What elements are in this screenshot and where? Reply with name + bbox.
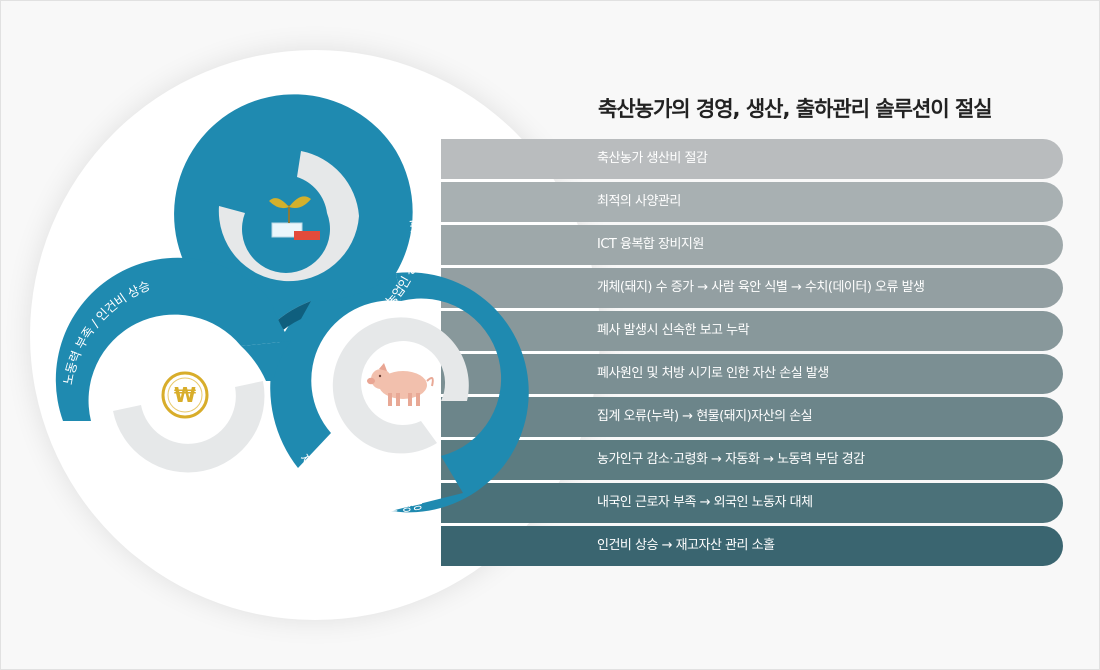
issue-bar: 개체(돼지) 수 증가 → 사람 육안 식별 → 수치(데이터) 오류 발생 — [441, 268, 1063, 308]
pig-icon — [367, 363, 434, 406]
issue-label: 내국인 근로자 부족 → 외국인 노동자 대체 — [597, 495, 813, 510]
petal-labor-shortage — [55, 257, 291, 473]
issue-label: 농가인구 감소·고령화 → 자동화 → 노동력 부담 경감 — [597, 452, 865, 467]
petal-diagram: ₩ FTA체결 → 농업인 경쟁력 약화 노동력 부족 / 인건비 상승 재고(… — [55, 94, 529, 515]
issue-label: 집계 오류(누락) → 현물(돼지)자산의 손실 — [597, 409, 813, 424]
petal-label-inventory: 재고(돼지) 자산 리스크 상승 — [297, 451, 424, 514]
issue-bar: 축산농가 생산비 절감 — [441, 139, 1063, 179]
issue-label: 폐사 발생시 신속한 보고 누락 — [597, 323, 750, 338]
issue-bar: 인건비 상승 → 재고자산 관리 소홀 — [441, 526, 1063, 566]
svg-text:₩: ₩ — [174, 383, 196, 407]
won-coin-icon: ₩ — [161, 371, 209, 419]
petal-inventory-risk — [270, 272, 529, 513]
issue-bar: 폐사원인 및 처방 시기로 인한 자산 손실 발생 — [441, 354, 1063, 394]
issue-bar: 폐사 발생시 신속한 보고 누락 — [441, 311, 1063, 351]
issue-bar: ICT 융복합 장비지원 — [441, 225, 1063, 265]
issue-bar: 최적의 사양관리 — [441, 182, 1063, 222]
issue-label: 폐사원인 및 처방 시기로 인한 자산 손실 발생 — [597, 366, 829, 381]
issue-bar: 집계 오류(누락) → 현물(돼지)자산의 손실 — [441, 397, 1063, 437]
issue-label: 개체(돼지) 수 증가 → 사람 육안 식별 → 수치(데이터) 오류 발생 — [597, 280, 925, 295]
issue-label: ICT 융복합 장비지원 — [597, 237, 704, 252]
page-title: 축산농가의 경영, 생산, 출하관리 솔루션이 절실 — [598, 97, 993, 121]
issue-bar: 내국인 근로자 부족 → 외국인 노동자 대체 — [441, 483, 1063, 523]
sprout-icon — [269, 196, 320, 240]
issue-bar: 농가인구 감소·고령화 → 자동화 → 노동력 부담 경감 — [441, 440, 1063, 480]
issue-label: 최적의 사양관리 — [597, 194, 681, 209]
issue-label: 인건비 상승 → 재고자산 관리 소홀 — [597, 538, 775, 553]
issue-label: 축산농가 생산비 절감 — [597, 151, 708, 166]
